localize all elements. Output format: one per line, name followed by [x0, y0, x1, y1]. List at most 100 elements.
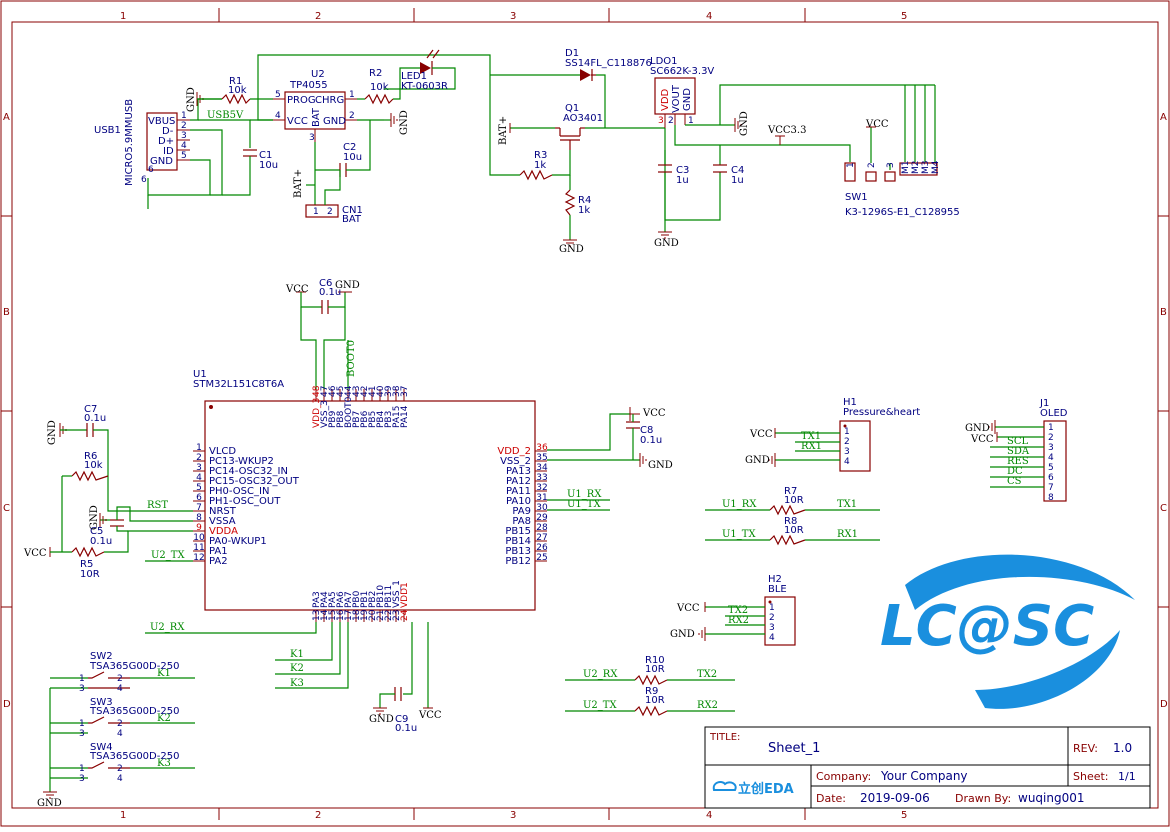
- pin-number: 4: [844, 457, 850, 467]
- part-value: 0.1u: [90, 536, 112, 547]
- u1-pin-label: PA14: [400, 405, 410, 428]
- u1-pin-number: 14: [320, 609, 330, 621]
- ref-designator: C5: [90, 526, 103, 537]
- gnd-symbol: GND: [730, 111, 750, 136]
- diode-d1: D1 SS14FL_C118876: [565, 48, 652, 81]
- u1-pin-label: VSS_1: [392, 580, 402, 608]
- pin-number: 3: [658, 116, 664, 126]
- capacitor-c3: C3 1u: [658, 164, 689, 186]
- col-label: 5: [901, 11, 907, 22]
- u1-pin-label: PA9: [512, 506, 531, 517]
- button-switches: GND K1 SW2 TSA365G00D-250 1 2 3 4 K2 SW3…: [37, 651, 195, 809]
- net-label: GND: [47, 420, 58, 445]
- pin-label: GND: [682, 88, 693, 111]
- pin-number: 3: [79, 684, 85, 694]
- u1-pin-label: PA6: [336, 591, 346, 608]
- u1-pin-label: PA15: [392, 406, 402, 428]
- net-label: U2_RX: [583, 669, 618, 680]
- u1-pin-number: 8: [196, 513, 202, 523]
- net-label: DC: [1007, 466, 1023, 477]
- u1-pin-number: 35: [536, 453, 547, 463]
- u1-pin-label: PH1-OSC_OUT: [209, 496, 281, 507]
- ref-designator: U2: [311, 69, 325, 80]
- u1-pin-label: PB0: [352, 590, 362, 608]
- u1-pin-number: 24: [400, 609, 410, 621]
- ref-designator: R5: [80, 559, 93, 570]
- pin-number: 1: [844, 427, 850, 437]
- pin-label: VDD: [660, 88, 671, 111]
- u1-pin-number: 17: [344, 610, 354, 621]
- pin-number: 8: [1048, 493, 1054, 503]
- u1-pin-label: PA5: [328, 591, 338, 608]
- u1-pin-number: 33: [536, 473, 547, 483]
- part-value: TSA365G00D-250: [89, 751, 179, 762]
- u1-pin-label: PA13: [506, 466, 531, 477]
- title-block: TITLE: Sheet_1 REV: 1.0 Company: Your Co…: [704, 726, 1151, 809]
- u1-pin-number: 46: [328, 385, 338, 397]
- u1-pin-label: PB15: [505, 526, 531, 537]
- u1-pin-number: 11: [193, 543, 204, 553]
- led1: LED1 KT-0603R: [384, 49, 456, 92]
- col-label: 1: [120, 810, 126, 821]
- pin-number: 5: [181, 151, 187, 161]
- net-label: RX1: [837, 529, 858, 540]
- net-label: K3: [157, 758, 171, 769]
- net-label: GND: [369, 714, 394, 725]
- pin-number: 1: [181, 111, 187, 121]
- u1-pin-number: 29: [536, 513, 548, 523]
- switch-sw2: K1 SW2 TSA365G00D-250 1 2 3 4: [50, 651, 195, 694]
- col-label: 4: [706, 810, 712, 821]
- u1-pin-number: 10: [193, 533, 205, 543]
- ldo1-regulator: VDD VOUT GND 3 2 1 LDO1 SC662K-3.3V: [650, 56, 714, 128]
- u1-pin-number: 7: [196, 503, 202, 513]
- ref-designator: D1: [565, 48, 579, 59]
- u1-pin-number: 21: [376, 610, 386, 621]
- col-label: 3: [510, 11, 516, 22]
- rev-label: REV:: [1073, 742, 1098, 755]
- u1-pin-label: VDDA: [209, 526, 238, 537]
- part-value: 1u: [731, 175, 744, 186]
- u1-pin-number: 45: [336, 386, 346, 397]
- net-label: GND: [654, 238, 679, 249]
- part-value: AO3401: [563, 113, 603, 124]
- u1-pin-label: PA12: [506, 476, 531, 487]
- net-label: VCC: [418, 710, 442, 721]
- mosfet-q1: Q1 AO3401: [555, 103, 603, 150]
- pin-number: 1: [769, 603, 775, 613]
- net-label: GND: [648, 460, 673, 471]
- pin-number: 1: [1048, 423, 1054, 433]
- pin-number: M3: [921, 161, 931, 175]
- ref-designator: C6: [319, 278, 332, 289]
- col-label: 3: [510, 810, 516, 821]
- col-label: 2: [315, 810, 321, 821]
- pin-number: 7: [1048, 483, 1054, 493]
- part-value: 10R: [645, 664, 665, 675]
- u1-bottom-wiring: U2_RX K1 K2 K3 GND VCC C9 0.1u: [145, 622, 442, 734]
- ref-designator: SW1: [845, 192, 868, 203]
- net-label: U1_RX: [567, 489, 602, 500]
- u1-pin-label: NRST: [209, 506, 237, 517]
- slide-switch-sw1: VCC 1 2 3 M1 M2 M3 M4 SW1 K3-1296S-E1_C1…: [844, 119, 960, 218]
- u1-pin-label: PA7: [344, 591, 354, 608]
- ref-designator: R2: [369, 68, 382, 79]
- u1-pin-number: 15: [328, 610, 338, 621]
- decoupling-c6: VCC GND C6 0.1u: [285, 278, 360, 390]
- u1-pin-label: PA8: [512, 516, 531, 527]
- pin-number: 4: [181, 141, 187, 151]
- pin-number: 2: [349, 111, 355, 121]
- ref-designator: R7: [784, 486, 797, 497]
- u1-pin-label: PA11: [506, 486, 531, 497]
- sheet-title: Sheet_1: [768, 741, 820, 756]
- net-label: GND: [186, 87, 197, 112]
- switch-sw4: K3 SW4 TSA365G00D-250 1 2 3 4: [50, 742, 195, 784]
- part-value: 1k: [534, 160, 546, 171]
- part-value: 0.1u: [640, 435, 662, 446]
- ref-designator: C1: [259, 150, 272, 161]
- u1-pin-number: 16: [336, 609, 346, 621]
- net-label: BAT+: [498, 116, 509, 145]
- part-value: SS14FL_C118876: [565, 58, 652, 69]
- u1-pin-number: 22: [384, 610, 394, 621]
- u1-pin-label: VSS_2: [500, 456, 531, 467]
- u1-pin-label: PA4: [320, 591, 330, 608]
- row-label: C: [3, 503, 10, 514]
